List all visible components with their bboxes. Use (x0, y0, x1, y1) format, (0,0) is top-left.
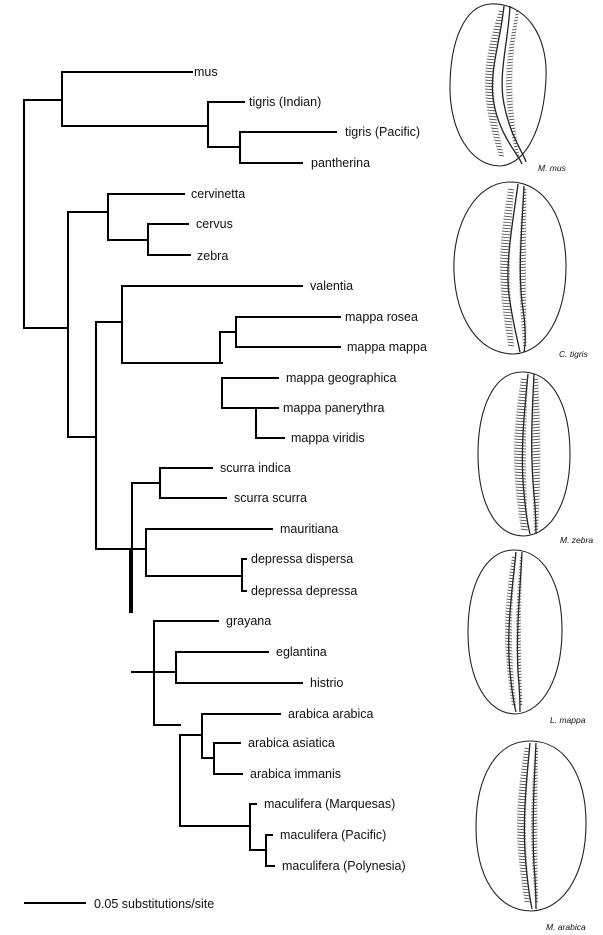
shell-caption-l-mappa: L. mappa (550, 715, 586, 725)
tree-branch (107, 193, 185, 241)
tree-branch (131, 482, 161, 613)
leaf-label-zebra: zebra (197, 249, 228, 263)
tree-branch (239, 131, 337, 164)
shell-outline (467, 549, 563, 715)
leaf-label-pantherina: pantherina (311, 156, 370, 170)
leaf-label-mappa-rosea: mappa rosea (345, 310, 418, 324)
leaf-label-valentia: valentia (310, 279, 353, 293)
shell-caption-c-tigris: C. tigris (559, 349, 589, 359)
shell-aperture (491, 5, 523, 165)
shell-caption-m-zebra: M. zebra (560, 535, 593, 545)
tree-branch (219, 331, 237, 364)
tree-branch (265, 834, 275, 867)
shell-teeth (513, 378, 541, 531)
leaf-label-mappa-geographica: mappa geographica (286, 371, 397, 385)
shell-aperture (501, 5, 527, 163)
tree-branch (221, 377, 279, 409)
tree-branch (201, 713, 281, 759)
tree-branch (131, 528, 273, 577)
shell-m-zebra (477, 371, 571, 537)
shell-teeth (516, 747, 539, 903)
shell-caption-m-arabica: M. arabica (546, 922, 586, 932)
tree-branch (121, 285, 303, 364)
tree-branch (241, 558, 247, 592)
leaf-label-mappa-viridis: mappa viridis (291, 431, 365, 445)
shell-teeth (484, 10, 520, 157)
leaf-label-depressa-depressa: depressa depressa (251, 584, 357, 598)
leaf-label-maculifera-polynesia: maculifera (Polynesia) (282, 859, 406, 873)
shell-c-tigris (453, 181, 567, 355)
tree-branch (213, 742, 243, 775)
tree-branch (249, 803, 267, 851)
shell-l-mappa (467, 549, 563, 715)
leaf-label-eglantina: eglantina (276, 645, 327, 659)
shell-teeth (499, 188, 527, 347)
leaf-label-tigris-indian: tigris (Indian) (249, 95, 321, 109)
leaf-label-scurra-scurra: scurra scurra (234, 491, 307, 505)
leaf-label-grayana: grayana (226, 614, 271, 628)
leaf-label-histrio: histrio (310, 676, 343, 690)
shell-outline (449, 3, 547, 167)
leaf-label-mappa-panerythra: mappa panerythra (283, 401, 385, 415)
tree-branch (95, 321, 133, 550)
shell-mus (449, 3, 547, 167)
tree-branch (67, 211, 109, 438)
leaf-label-scurra-indica: scurra indica (220, 461, 291, 475)
leaf-label-mus: mus (194, 65, 218, 79)
leaf-label-tigris-pacific: tigris (Pacific) (345, 125, 420, 139)
tree-branch (159, 467, 227, 499)
leaf-label-arabica-arabica: arabica arabica (288, 707, 374, 721)
phylogenetic-tree: mus tigris (Indian) tigris (Pacific) pan… (23, 65, 427, 873)
tree-branch (61, 71, 209, 127)
leaf-label-maculifera-pacific: maculifera (Pacific) (280, 828, 386, 842)
tree-branch (255, 407, 285, 439)
scale-bar-label: 0.05 substitutions/site (94, 897, 214, 911)
leaf-label-maculifera-marquesas: maculifera (Marquesas) (264, 797, 395, 811)
leaf-label-arabica-immanis: arabica immanis (250, 767, 341, 781)
shell-aperture (523, 742, 533, 910)
leaf-label-cervinetta: cervinetta (191, 187, 245, 201)
tree-branch (147, 223, 191, 256)
tree-branch (23, 99, 69, 329)
shell-outline (475, 740, 587, 912)
tree-branch (207, 101, 245, 148)
leaf-label-depressa-dispersa: depressa dispersa (251, 552, 353, 566)
leaf-label-mappa-mappa: mappa mappa (347, 340, 427, 354)
shell-aperture (507, 183, 521, 353)
tree-branch (179, 734, 251, 827)
shell-outline (477, 371, 571, 537)
scale-bar: 0.05 substitutions/site (24, 897, 214, 911)
shell-aperture (532, 742, 537, 910)
shell-aperture (521, 373, 531, 535)
tree-branch (153, 651, 303, 684)
tree-branch (235, 316, 341, 348)
shell-teeth (504, 556, 523, 706)
leaf-label-mauritiana: mauritiana (280, 522, 338, 536)
leaf-label-arabica-asiatica: arabica asiatica (248, 736, 335, 750)
shell-m-arabica (475, 740, 587, 912)
leaf-label-cervus: cervus (196, 217, 233, 231)
shell-caption-m-mus: M. mus (538, 163, 567, 173)
